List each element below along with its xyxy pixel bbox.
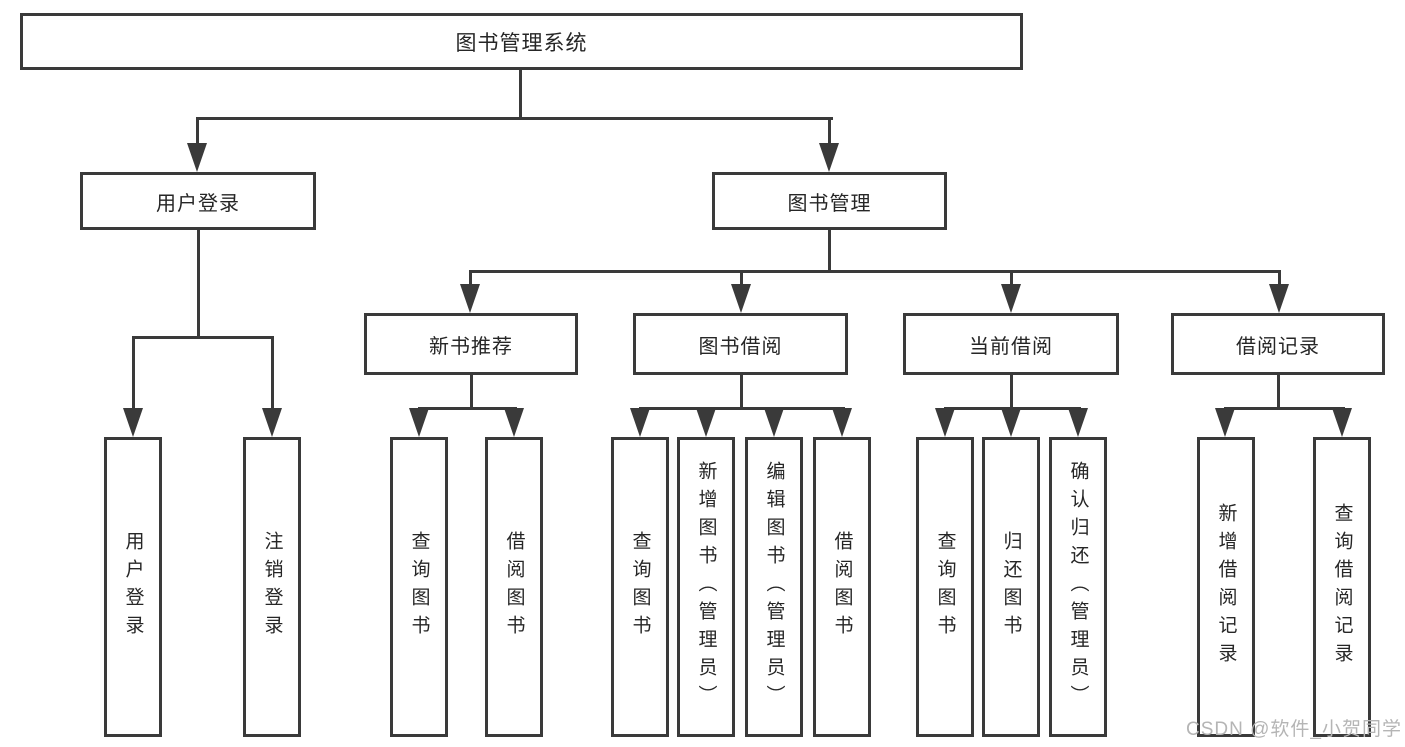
leaf-label: 查询图书: [629, 531, 651, 643]
leaf-label: 新增借阅记录: [1215, 503, 1237, 671]
arrow-to-query-books-1: [409, 408, 429, 437]
arrow-to-return-books: [1001, 408, 1021, 437]
node-label: 借阅记录: [1236, 335, 1320, 358]
node-current-borrowing: 当前借阅: [903, 313, 1119, 375]
node-user-login: 用户登录: [80, 172, 316, 230]
arrow-to-borrow-books-1: [504, 408, 524, 437]
leaf-confirm-return-admin: 确认归还（管理员）: [1049, 437, 1107, 737]
leaf-label: 新增图书（管理员）: [695, 461, 717, 713]
leaf-user-login: 用户登录: [104, 437, 162, 737]
node-label: 图书管理: [787, 192, 872, 215]
node-label: 图书管理系统: [455, 31, 588, 55]
leaf-label: 查询借阅记录: [1331, 503, 1353, 671]
arrow-to-edit-books: [764, 408, 784, 437]
leaf-label: 用户登录: [122, 531, 144, 643]
connector-drop-current-borrow: [1010, 270, 1013, 286]
node-book-borrowing: 图书借阅: [633, 313, 848, 375]
connector-drop-borrow-record: [1278, 270, 1281, 286]
leaf-label: 归还图书: [1000, 531, 1022, 643]
connector-drop-leaf-logout: [271, 336, 274, 410]
arrow-to-borrow-books-2: [832, 408, 852, 437]
connector-borrowrecord-stem: [1277, 375, 1280, 410]
leaf-add-borrow-record: 新增借阅记录: [1197, 437, 1255, 737]
leaf-query-borrow-record: 查询借阅记录: [1313, 437, 1371, 737]
connector-newbook-stem: [470, 375, 473, 410]
leaf-label: 借阅图书: [503, 531, 525, 643]
connector-bookborrow-hline: [639, 407, 845, 410]
leaf-query-books-recommend: 查询图书: [390, 437, 448, 737]
connector-drop-new-book: [469, 270, 472, 286]
arrow-to-current-borrow: [1001, 284, 1021, 313]
connector-drop-book-borrow: [740, 270, 743, 286]
node-new-book-recommendation: 新书推荐: [364, 313, 578, 375]
connector-root-stem: [519, 70, 522, 120]
connector-drop-user-login: [196, 117, 199, 147]
arrow-to-leaf-login: [123, 408, 143, 437]
connector-newbook-hline: [418, 407, 517, 410]
arrow-to-query-record: [1332, 408, 1352, 437]
leaf-label: 确认归还（管理员）: [1067, 461, 1089, 713]
connector-drop-book-mgmt: [828, 117, 831, 147]
connector-bookborrow-stem: [740, 375, 743, 410]
leaf-logout: 注销登录: [243, 437, 301, 737]
leaf-label: 编辑图书（管理员）: [763, 461, 785, 713]
node-label: 新书推荐: [429, 335, 513, 358]
arrow-to-leaf-logout: [262, 408, 282, 437]
leaf-borrow-books-recommend: 借阅图书: [485, 437, 543, 737]
arrow-to-confirm-return: [1068, 408, 1088, 437]
arrow-to-book-borrow: [731, 284, 751, 313]
connector-user-stem: [197, 230, 200, 339]
csdn-watermark: CSDN @软件_小贺同学: [1186, 719, 1402, 740]
leaf-label: 借阅图书: [831, 531, 853, 643]
node-label: 用户登录: [156, 192, 240, 215]
leaf-borrow-books-borrowing: 借阅图书: [813, 437, 871, 737]
leaf-add-books-admin: 新增图书（管理员）: [677, 437, 735, 737]
node-library-management-system: 图书管理系统: [20, 13, 1023, 70]
node-label: 图书借阅: [698, 335, 783, 358]
node-book-management: 图书管理: [712, 172, 947, 230]
leaf-label: 注销登录: [261, 531, 283, 643]
node-borrowing-records: 借阅记录: [1171, 313, 1385, 375]
arrow-to-book-mgmt: [819, 143, 839, 172]
leaf-query-books-borrowing: 查询图书: [611, 437, 669, 737]
arrow-to-query-books-3: [935, 408, 955, 437]
connector-mgmt-stem: [828, 230, 831, 273]
arrow-to-query-books-2: [630, 408, 650, 437]
leaf-return-books: 归还图书: [982, 437, 1040, 737]
arrow-to-user-login: [187, 143, 207, 172]
leaf-label: 查询图书: [934, 531, 956, 643]
leaf-edit-books-admin: 编辑图书（管理员）: [745, 437, 803, 737]
arrow-to-add-books: [696, 408, 716, 437]
connector-user-hline: [132, 336, 273, 339]
arrow-to-add-record: [1215, 408, 1235, 437]
arrow-to-borrow-record: [1269, 284, 1289, 313]
node-label: 当前借阅: [969, 335, 1053, 358]
connector-borrowrecord-hline: [1224, 407, 1345, 410]
connector-root-hline: [196, 117, 833, 120]
connector-currentborrow-stem: [1010, 375, 1013, 410]
connector-mgmt-hline: [469, 270, 1281, 273]
arrow-to-new-book: [460, 284, 480, 313]
leaf-query-books-current: 查询图书: [916, 437, 974, 737]
leaf-label: 查询图书: [408, 531, 430, 643]
connector-drop-leaf-login: [132, 336, 135, 410]
